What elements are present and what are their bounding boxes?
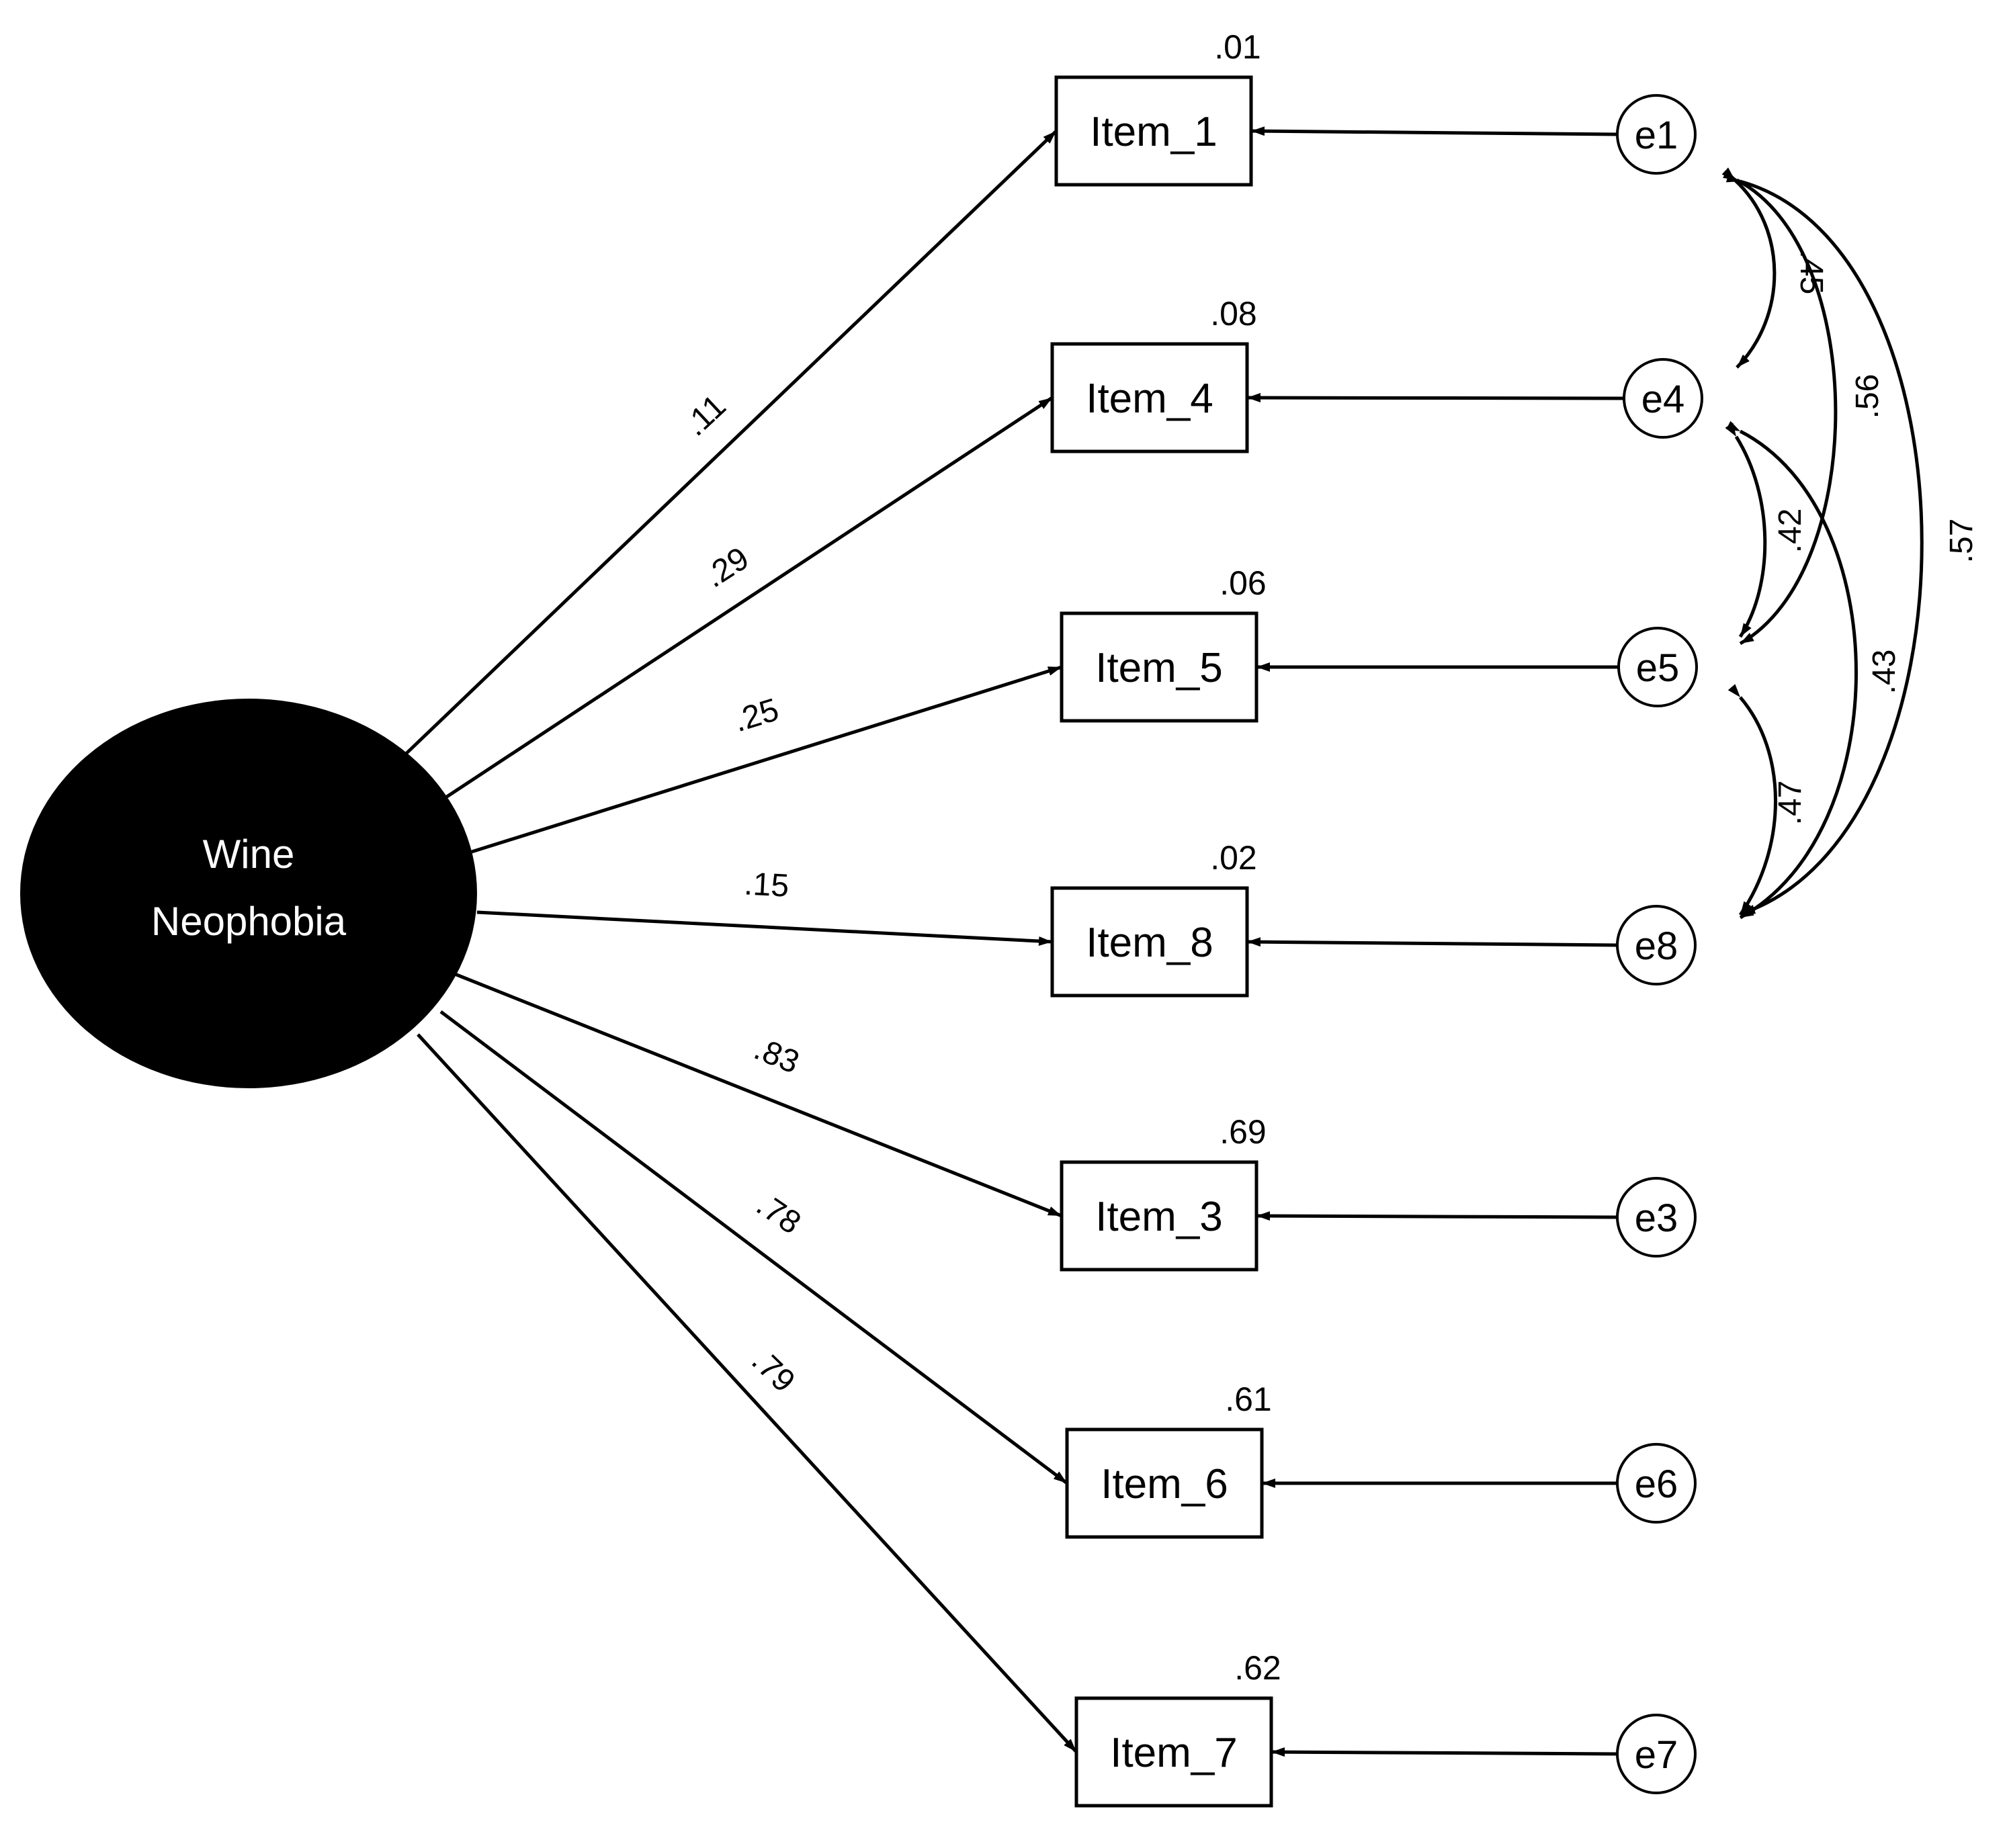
error-label-e8: e8 (1635, 924, 1678, 968)
latent-label-line2: Neophobia (151, 899, 347, 944)
r2-label-item_3: .69 (1220, 1113, 1267, 1151)
covariance-label-e1-e5: .56 (1850, 374, 1885, 419)
loading-label-item_3: .83 (749, 1031, 804, 1081)
loading-label-item_8: .15 (743, 866, 789, 904)
covariance-label-e4-e8: .43 (1867, 650, 1902, 695)
loading-arrow-item_8 (476, 910, 1053, 946)
error-circle-e7 (1616, 1714, 1697, 1794)
covariance-arc-e1-e8 (1725, 173, 1924, 916)
item-label-item_4: Item_4 (1086, 376, 1213, 422)
error-circle-e5 (1617, 627, 1698, 707)
item-label-item_3: Item_3 (1095, 1194, 1223, 1240)
loading-arrow-item_5 (471, 665, 1062, 854)
covariance-label-e1-e4: .45 (1793, 250, 1829, 295)
latent-wine-neophobia (20, 699, 477, 1088)
latent-label-line1: Wine (203, 832, 295, 877)
error-label-e4: e4 (1641, 378, 1685, 421)
item-box-item_3 (1060, 1160, 1258, 1272)
covariance-label-e5-e8: .47 (1773, 781, 1808, 826)
item-box-item_1 (1054, 75, 1253, 187)
covariance-arc-e4-e8 (1726, 421, 1858, 920)
item-label-item_7: Item_7 (1110, 1730, 1238, 1776)
r2-label-item_4: .08 (1210, 295, 1257, 333)
error-arrow-e1 (1250, 126, 1618, 136)
r2-label-item_7: .62 (1234, 1649, 1281, 1687)
loading-label-item_6: .78 (750, 1187, 807, 1241)
covariance-arc-e5-e8 (1727, 684, 1777, 916)
loading-arrow-item_3 (451, 971, 1062, 1218)
error-label-e7: e7 (1635, 1733, 1678, 1777)
loading-label-item_7: .79 (744, 1343, 802, 1399)
item-label-item_8: Item_8 (1086, 920, 1213, 966)
error-circle-e4 (1623, 358, 1703, 439)
error-circle-e8 (1616, 905, 1697, 985)
item-box-item_5 (1060, 611, 1258, 723)
covariance-label-e1-e8: .57 (1944, 519, 1979, 564)
error-label-e5: e5 (1636, 646, 1680, 690)
error-label-e1: e1 (1635, 114, 1678, 157)
r2-label-item_5: .06 (1220, 564, 1267, 602)
r2-label-item_1: .01 (1214, 28, 1261, 66)
loading-arrow-item_1 (400, 130, 1058, 759)
loading-arrow-item_4 (443, 396, 1054, 800)
error-circle-e1 (1616, 94, 1697, 175)
error-label-e3: e3 (1635, 1196, 1678, 1240)
error-circle-e6 (1616, 1443, 1697, 1524)
covariance-arc-e1-e5 (1723, 169, 1838, 646)
item-box-item_4 (1050, 342, 1249, 453)
covariance-label-e4-e5: .42 (1773, 509, 1808, 554)
r2-label-item_6: .61 (1225, 1380, 1272, 1418)
error-circle-e3 (1616, 1177, 1697, 1258)
error-label-e6: e6 (1635, 1462, 1678, 1506)
item-box-item_6 (1065, 1427, 1264, 1539)
item-box-item_7 (1074, 1696, 1273, 1808)
item-label-item_6: Item_6 (1101, 1461, 1228, 1507)
loading-label-item_4: .29 (698, 541, 755, 595)
error-arrow-e8 (1246, 937, 1618, 947)
loading-label-item_1: .11 (677, 388, 732, 443)
error-arrow-e7 (1271, 1747, 1618, 1757)
loading-arrow-item_7 (417, 1033, 1078, 1753)
error-arrow-e3 (1256, 1211, 1618, 1221)
loading-label-item_5: .25 (730, 692, 783, 739)
covariance-arc-e4-e5 (1725, 423, 1767, 638)
loading-arrow-item_6 (439, 1010, 1068, 1485)
item-box-item_8 (1050, 886, 1249, 998)
covariance-arc-e1-e4 (1721, 167, 1777, 369)
item-label-item_5: Item_5 (1095, 645, 1223, 691)
item-label-item_1: Item_1 (1090, 109, 1218, 155)
r2-label-item_8: .02 (1210, 839, 1257, 877)
